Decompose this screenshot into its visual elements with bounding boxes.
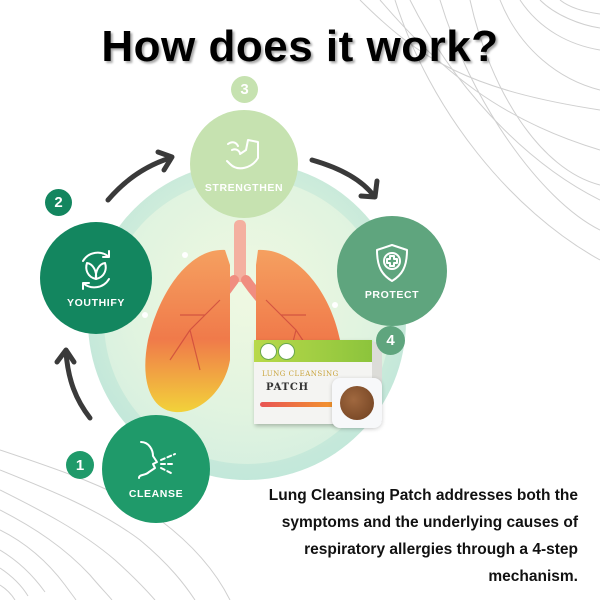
step-1-cleanse: CLEANSE	[102, 415, 210, 523]
step-3-number: 3	[231, 76, 258, 103]
description-line-3: respiratory allergies through a 4-step	[304, 541, 578, 558]
step-2-label: YOUTHIFY	[67, 297, 125, 309]
organic-seal-icon	[278, 343, 295, 360]
product-name-line2: PATCH	[266, 382, 309, 393]
box-arrow-band	[260, 402, 340, 407]
step-1-number: 1	[66, 451, 94, 479]
description-line-1: Lung Cleansing Patch addresses both the	[268, 487, 578, 504]
step-2-youthify: YOUTHIFY	[40, 222, 152, 334]
step-4-number: 4	[376, 326, 405, 355]
patch-sample	[332, 378, 382, 428]
patch-dot	[340, 386, 374, 420]
shield-cross-icon	[376, 244, 408, 282]
certification-seal-icon	[260, 343, 277, 360]
flexed-arm-icon	[226, 139, 259, 170]
step-3-strengthen: STRENGTHEN	[190, 110, 298, 218]
step-3-label: STRENGTHEN	[204, 182, 284, 194]
description-line-4: mechanism.	[488, 568, 578, 585]
breathing-face-icon	[138, 441, 176, 479]
leaf-cycle-icon	[82, 250, 110, 290]
product-name-line1: LUNG CLEANSING	[262, 370, 339, 378]
step-4-label: PROTECT	[364, 289, 420, 301]
step-1-label: CLEANSE	[128, 488, 184, 500]
description-line-2: symptoms and the underlying causes of	[281, 514, 578, 531]
page-title: How does it work?	[101, 22, 499, 71]
step-2-number: 2	[45, 189, 72, 216]
step-4-protect: PROTECT	[337, 216, 447, 326]
description-text: Lung Cleansing Patch addresses both the …	[178, 482, 578, 590]
